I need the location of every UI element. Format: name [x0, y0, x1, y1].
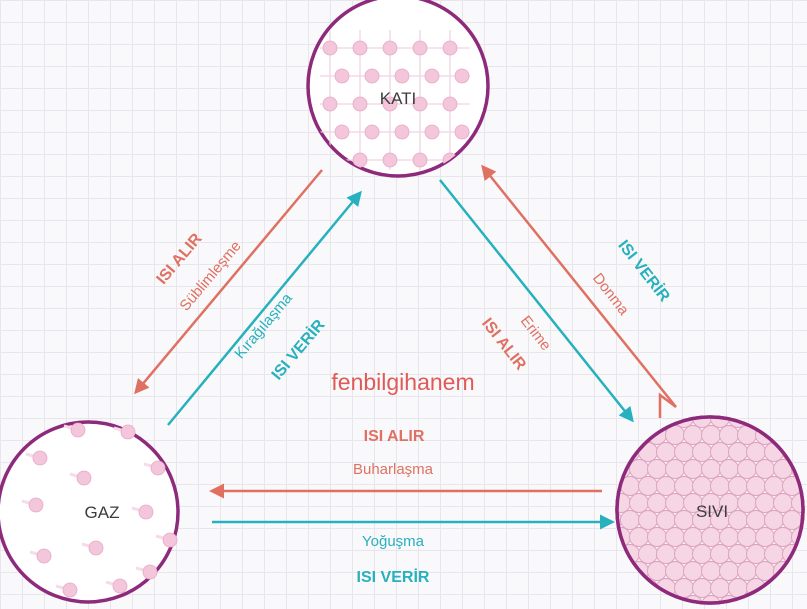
deposition-heat-label: ISI VERİR [268, 316, 329, 384]
sublimation-arrow [134, 169, 323, 395]
evaporation-heat-label: ISI ALIR [364, 428, 425, 445]
gas-particles-icon [21, 422, 178, 598]
evaporation-label: Buharlaşma [353, 461, 434, 478]
melting-arrow [439, 179, 634, 423]
freezing-label: Donma [589, 270, 633, 319]
melting-label: Erime [517, 313, 555, 354]
solid-state-circle [306, 0, 490, 178]
liquid-label: SIVI [696, 502, 728, 521]
watermark-text: fenbilgihanem [331, 369, 474, 395]
gas-label: GAZ [85, 503, 120, 522]
condensation-heat-label: ISI VERİR [357, 568, 430, 586]
deposition-arrow [167, 190, 362, 426]
condensation-label: Yoğuşma [362, 533, 425, 550]
solid-lattice-icon [320, 30, 470, 170]
solid-label: KATI [380, 89, 417, 108]
freezing-arrow [481, 164, 677, 418]
